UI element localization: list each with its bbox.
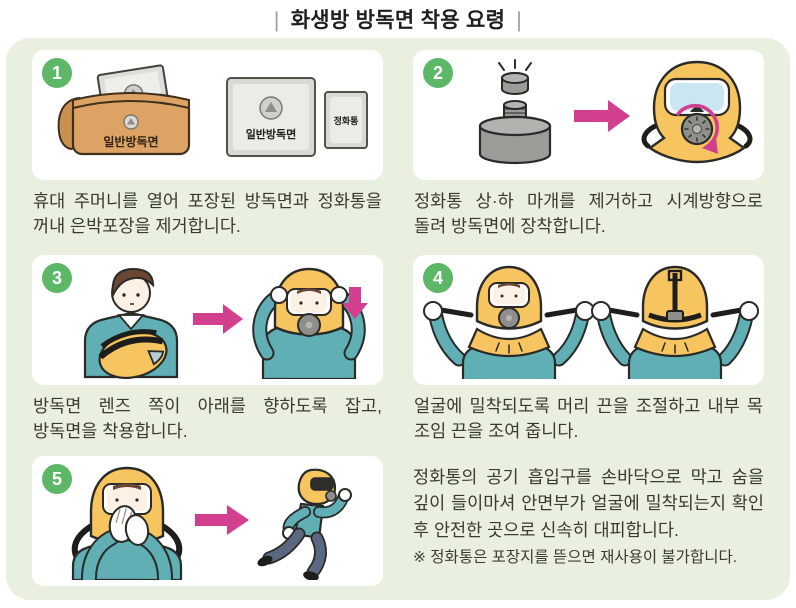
person-holding-mask-graphic <box>83 267 178 379</box>
strap-adjust-front-graphic <box>422 265 595 379</box>
arrow-right-icon <box>192 304 243 334</box>
arrow-right-icon <box>194 505 249 535</box>
seal-check-and-evacuate-illustration <box>71 466 352 580</box>
canister-graphic <box>478 59 551 165</box>
step-4-caption: 얼굴에 밀착되도록 머리 끈을 조절하고 내부 목 조임 끈을 조여 줍니다. <box>414 396 763 441</box>
step-1-panel: 1 <box>32 50 383 180</box>
rotate-arrowhead-icon <box>701 138 718 154</box>
person-donning-mask-graphic <box>251 267 366 379</box>
steps-grid: 1 <box>32 50 764 600</box>
step-1-caption: 휴대 주머니를 열어 포장된 방독면과 정화통을 꺼내 은박포장을 제거합니다. <box>33 191 382 236</box>
title-right-bar: | <box>516 9 523 32</box>
step-3-caption: 방독면 렌즈 쪽이 아래를 향하도록 잡고, 방독면을 착용합니다. <box>33 396 382 441</box>
strap-adjust-back-graphic <box>590 265 759 379</box>
final-instruction-text: 정화통의 공기 흡입구를 손바닥으로 막고 숨을 깊이 들이마셔 안면부가 얼굴… <box>413 467 764 540</box>
strap-adjust-illustration <box>422 265 759 379</box>
step-4-panel: 4 <box>413 255 764 385</box>
instruction-board: 1 <box>6 38 790 600</box>
canister-to-mask-illustration <box>478 59 752 165</box>
rotate-clockwise-arrow-icon <box>675 103 719 146</box>
step-1-section: 1 <box>32 50 383 255</box>
pouch-and-packages-illustration: 일반방독면 일반방독면 정화통 <box>57 64 368 157</box>
arrow-right-icon <box>573 100 630 132</box>
step-2-panel: 2 <box>413 50 764 180</box>
step-2-section: 2 <box>413 50 764 255</box>
step-5-number-badge: 5 <box>42 464 72 494</box>
seal-check-graphic <box>71 466 182 580</box>
step-3-panel: 3 <box>32 255 383 385</box>
carry-pouch-graphic: 일반방독면 <box>57 64 190 156</box>
step-2-number-badge: 2 <box>423 58 453 88</box>
holding-and-donning-mask-illustration <box>83 267 368 379</box>
step-1-number-badge: 1 <box>42 58 72 88</box>
gas-mask-front-graphic <box>641 60 752 164</box>
evacuating-runner-graphic <box>256 468 352 580</box>
reuse-warning-text: ※ 정화통은 포장지를 뜯으면 재사용이 불가합니다. <box>413 548 738 566</box>
title-left-bar: | <box>273 9 280 32</box>
step-5-section: 5 <box>32 456 383 600</box>
mask-package-graphic: 일반방독면 <box>225 77 316 157</box>
step-4-section: 4 <box>413 255 764 456</box>
step-2-caption: 정화통 상·하 마개를 제거하고 시계방향으로 돌려 방독면에 장착합니다. <box>414 191 763 236</box>
step-5-panel: 5 <box>32 456 383 586</box>
step-3-section: 3 <box>32 255 383 456</box>
canister-package-label: 정화통 <box>333 115 358 126</box>
pouch-label: 일반방독면 <box>103 134 158 149</box>
step-4-number-badge: 4 <box>423 263 453 293</box>
page-title: | 화생방 방독면 착용 요령 | <box>0 4 796 34</box>
final-instruction-section: 정화통의 공기 흡입구를 손바닥으로 막고 숨을 깊이 들이마셔 안면부가 얼굴… <box>413 456 764 600</box>
step-3-number-badge: 3 <box>42 263 72 293</box>
mask-package-label: 일반방독면 <box>245 127 296 141</box>
canister-package-graphic: 정화통 <box>323 91 368 149</box>
page-title-text: 화생방 방독면 착용 요령 <box>290 9 506 32</box>
arrow-down-icon <box>341 287 368 319</box>
